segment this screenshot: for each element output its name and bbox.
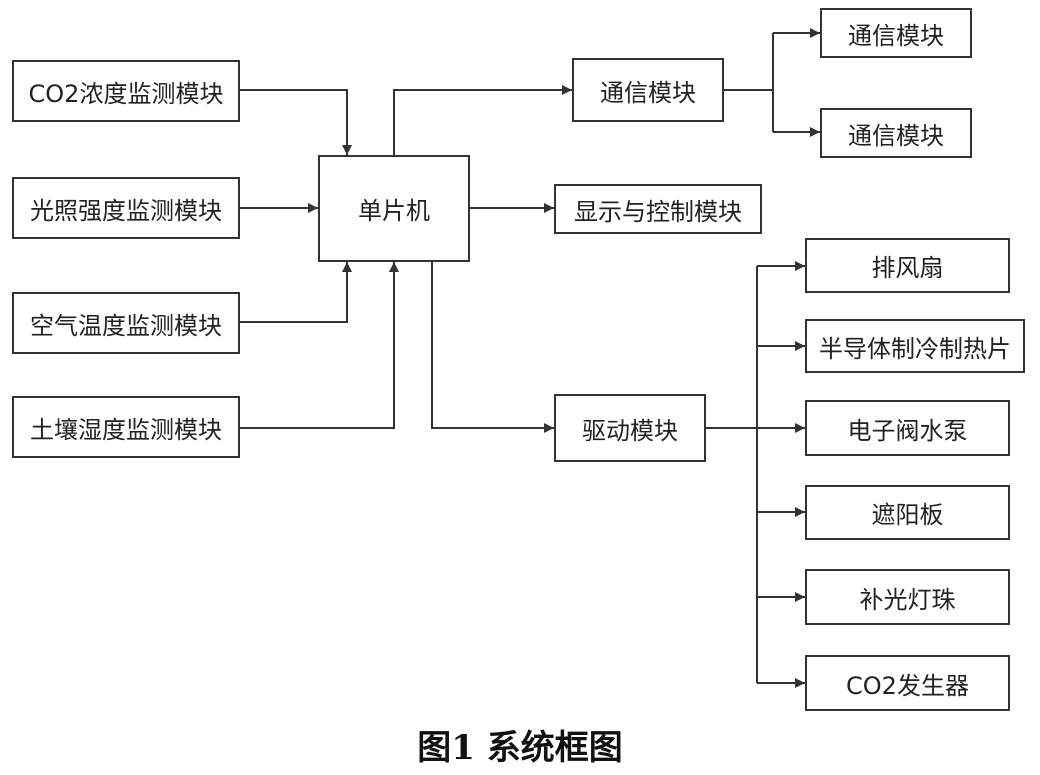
comm-sub-label-2: 通信模块 — [848, 121, 944, 150]
arrow-mcu-to-driver — [431, 262, 554, 433]
comm-sub-box-2: 通信模块 — [820, 108, 972, 158]
display-control-label: 显示与控制模块 — [574, 197, 742, 226]
water-pump-box: 电子阀水泵 — [805, 400, 1010, 456]
peltier-label: 半导体制冷制热片 — [819, 334, 1011, 363]
shade-label: 遮阳板 — [871, 501, 944, 529]
fan-label: 排风扇 — [871, 254, 944, 282]
arrow-air-temp-to-mcu — [240, 262, 352, 323]
light-monitor-label: 光照强度监测模块 — [30, 196, 222, 225]
shade-box: 遮阳板 — [805, 485, 1010, 540]
fill-light-box: 补光灯珠 — [805, 569, 1010, 625]
water-pump-label: 电子阀水泵 — [847, 416, 968, 445]
figure-caption: 图1 系统框图 — [417, 728, 623, 768]
co2-generator-box: CO2发生器 — [805, 655, 1010, 711]
comm-sub-label-1: 通信模块 — [848, 21, 944, 50]
arrow-mcu-to-comm — [393, 85, 572, 155]
fill-light-label: 补光灯珠 — [859, 585, 956, 614]
display-control-box: 显示与控制模块 — [554, 184, 762, 234]
comm-module-box: 通信模块 — [572, 58, 724, 122]
peltier-box: 半导体制冷制热片 — [805, 319, 1025, 373]
soil-moisture-monitor-box: 土壤湿度监测模块 — [12, 396, 240, 458]
co2-monitor-label: CO2浓度监测模块 — [28, 79, 224, 108]
mcu-box: 单片机 — [318, 155, 470, 262]
co2-generator-label: CO2发生器 — [846, 671, 969, 700]
mcu-label: 单片机 — [358, 197, 430, 225]
soil-moisture-monitor-label: 土壤湿度监测模块 — [30, 415, 222, 444]
light-monitor-box: 光照强度监测模块 — [12, 177, 240, 239]
arrow-soil-to-mcu — [240, 262, 399, 429]
fan-box: 排风扇 — [805, 238, 1010, 293]
air-temp-monitor-label: 空气温度监测模块 — [30, 311, 222, 340]
arrow-co2-to-mcu — [240, 89, 352, 155]
comm-module-label: 通信模块 — [600, 78, 696, 107]
co2-monitor-box: CO2浓度监测模块 — [12, 60, 240, 122]
driver-module-label: 驱动模块 — [582, 416, 678, 445]
comm-sub-box-1: 通信模块 — [820, 8, 972, 58]
air-temp-monitor-box: 空气温度监测模块 — [12, 292, 240, 354]
driver-module-box: 驱动模块 — [554, 394, 706, 462]
